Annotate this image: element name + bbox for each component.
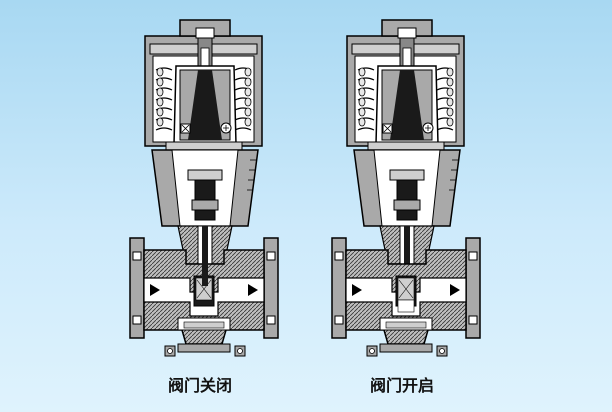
valve-closed-panel [129, 19, 279, 357]
valve-open-panel [331, 19, 481, 357]
caption-valve-closed: 阀门关闭 [167, 376, 232, 395]
caption-valve-open: 阀门开启 [369, 376, 434, 395]
valve-closed-drawing [129, 19, 279, 357]
